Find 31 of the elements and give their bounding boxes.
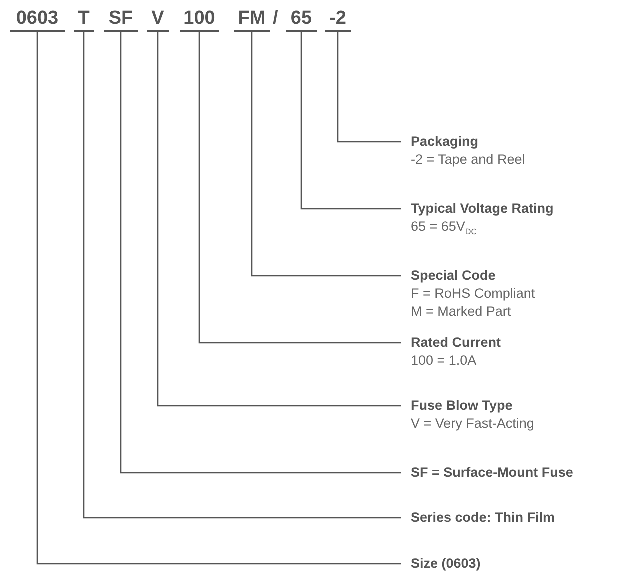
leader-line [251,32,401,277]
part-code-segment: -2 [325,8,351,32]
code-definition: 100 = 1.0A [411,352,478,370]
field-heading: Packaging [411,133,480,151]
field-heading: Fuse Blow Type [411,397,514,415]
part-code-segment: 0603 [10,8,65,32]
field-heading: Series code: Thin Film [411,509,556,527]
leader-line [157,32,401,407]
part-code-segment: FM [234,8,270,32]
part-code-segment: V [147,8,169,32]
code-definition: M = Marked Part [411,303,512,321]
field-heading: Size (0603) [411,555,481,573]
field-heading: Typical Voltage Rating [411,200,554,218]
leader-line [36,32,401,565]
field-heading: SF = Surface-Mount Fuse [411,464,574,482]
leader-line [337,32,401,143]
code-definition: V = Very Fast-Acting [411,415,534,433]
separator-slash: / [273,8,278,30]
leader-line [83,32,401,519]
leader-line [300,32,401,210]
leader-line [120,32,401,474]
part-code-segment: 100 [180,8,219,32]
part-code-segment: SF [104,8,138,32]
code-definition: F = RoHS Compliant [411,285,536,303]
code-definition: 65 = 65V$_{DC}$ [411,218,478,239]
field-heading: Rated Current [411,334,502,352]
field-heading: Special Code [411,267,497,285]
part-code-segment: T [74,8,94,32]
part-code-segment: 65 [286,8,317,32]
leader-line [198,32,401,344]
code-definition: -2 = Tape and Reel [411,151,526,169]
